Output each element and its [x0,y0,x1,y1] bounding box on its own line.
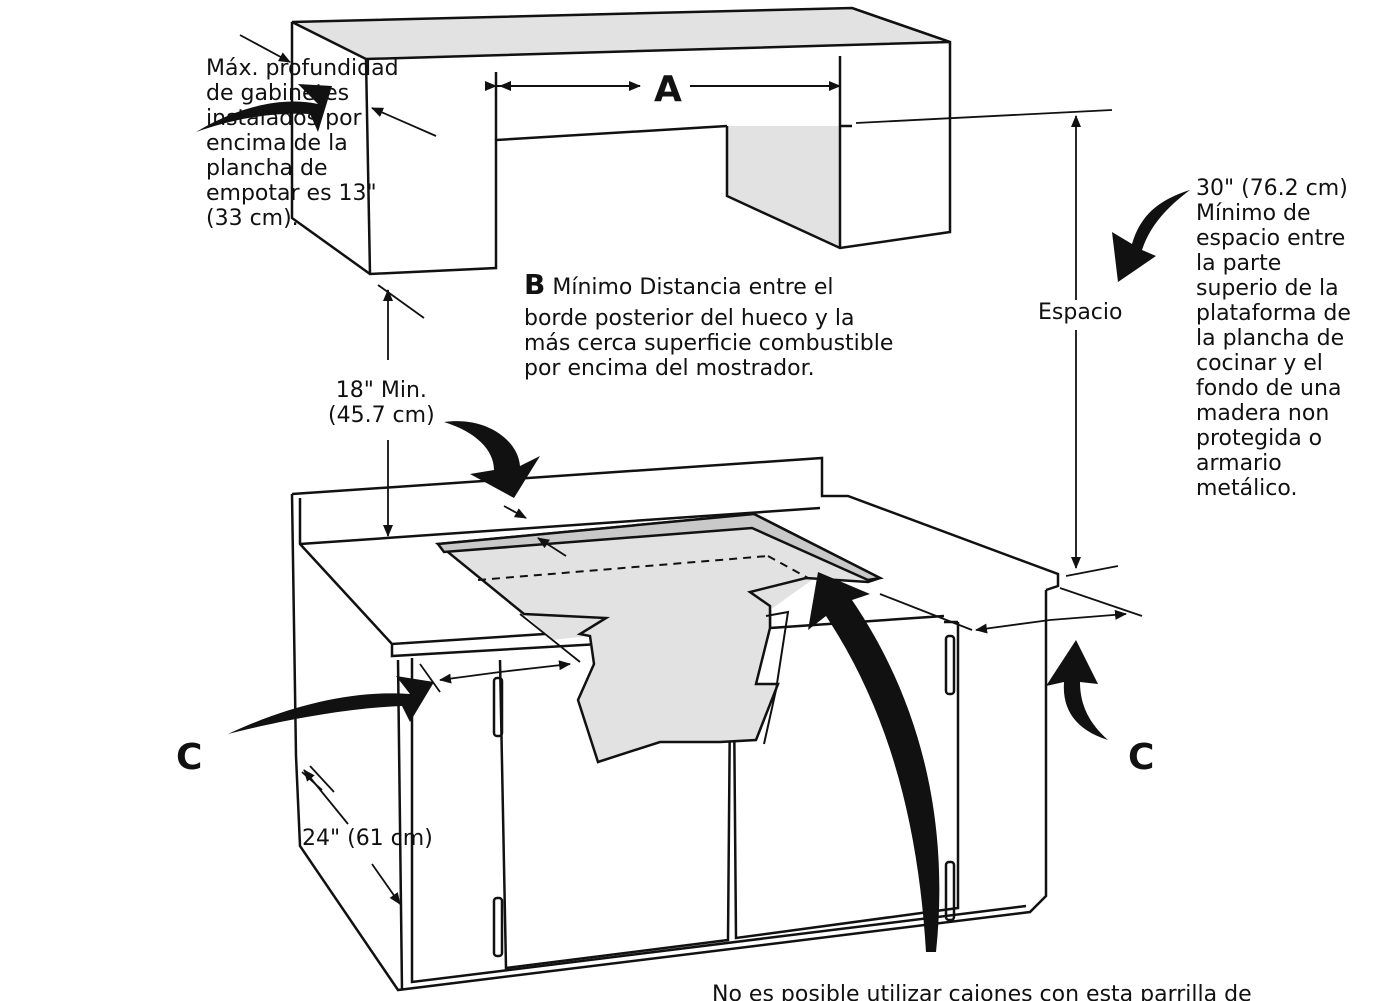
arrow-right-note [1112,190,1190,282]
arrow-left-note [196,84,332,132]
dimension-a-label: A [654,69,682,110]
arrow-b [444,421,540,498]
arrow-bottom-note [808,572,940,952]
bottom-note: No es posible utilizar cajones con esta … [712,982,1252,1001]
arrow-c-left [228,676,434,734]
left-note: Máx. profundidad de gabinetes instalados… [206,56,399,231]
upper-cabinet [290,6,952,276]
dimension-b-text: borde posterior del hueco y la más cerca… [524,306,894,381]
c-right-label: C [1128,737,1155,778]
upper-cabinet-top [291,6,951,61]
dimension-b-letter: B [524,268,546,301]
arrow-c-right [1046,640,1108,740]
c-left-label: C [176,737,203,778]
min-18-label: 18" Min. (45.7 cm) [328,378,435,428]
base-cabinet [290,456,1060,992]
right-note: 30" (76.2 cm) Mínimo de espacio entre la… [1196,176,1351,501]
dimension-b-title: B Mínimo Distancia entre el [524,268,834,301]
espacio-label: Espacio [1038,300,1123,325]
depth-24-label: 24" (61 cm) [302,826,433,851]
upper-cabinet-inner-side [727,126,840,248]
